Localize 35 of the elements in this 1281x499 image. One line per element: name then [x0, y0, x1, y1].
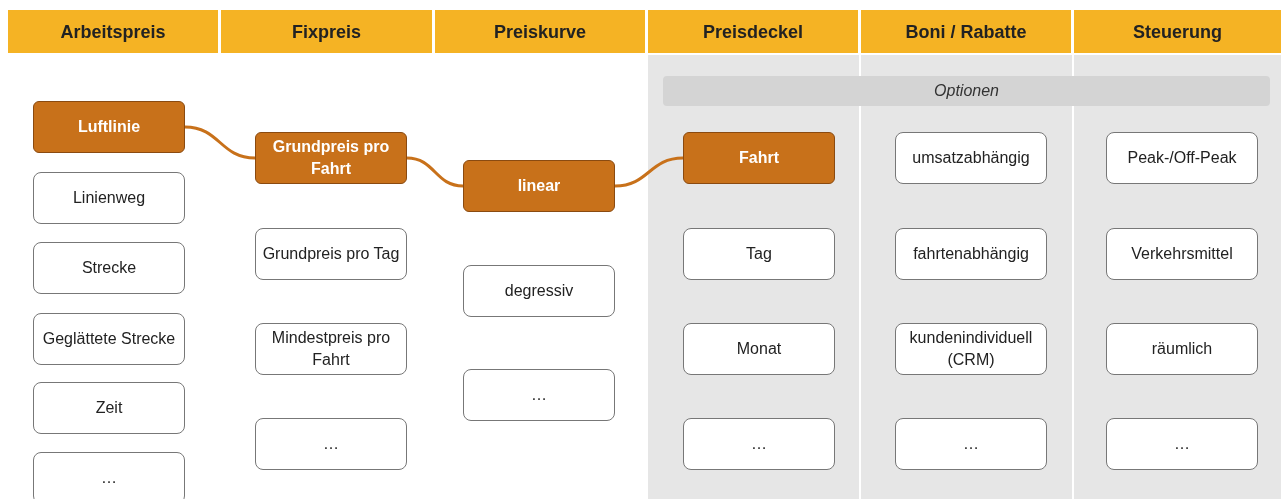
selected-option-box: linear	[463, 160, 615, 212]
option-box: Peak-/Off-Peak	[1106, 132, 1258, 184]
option-box: …	[463, 369, 615, 421]
connector-curve	[614, 156, 684, 188]
column-header: Preisdeckel	[648, 10, 858, 53]
option-box: Mindestpreis pro Fahrt	[255, 323, 407, 375]
column-header: Steuerung	[1074, 10, 1281, 53]
option-box: Zeit	[33, 382, 185, 434]
option-box: …	[683, 418, 835, 470]
option-box: degressiv	[463, 265, 615, 317]
option-box: Linienweg	[33, 172, 185, 224]
selected-option-box: Grundpreis pro Fahrt	[255, 132, 407, 184]
column-header: Arbeitspreis	[8, 10, 218, 53]
option-box: Grundpreis pro Tag	[255, 228, 407, 280]
option-box: Monat	[683, 323, 835, 375]
options-band: Optionen	[663, 76, 1270, 106]
option-box: Verkehrsmittel	[1106, 228, 1258, 280]
column-header: Boni / Rabatte	[861, 10, 1071, 53]
selected-option-box: Fahrt	[683, 132, 835, 184]
option-box: Tag	[683, 228, 835, 280]
connector-curve	[406, 156, 464, 188]
connector-curve	[184, 125, 256, 160]
option-box: Geglättete Strecke	[33, 313, 185, 365]
option-box: …	[895, 418, 1047, 470]
option-box: Strecke	[33, 242, 185, 294]
option-box: umsatzabhängig	[895, 132, 1047, 184]
option-box: kundenindividuell (CRM)	[895, 323, 1047, 375]
option-box: räumlich	[1106, 323, 1258, 375]
option-box: …	[1106, 418, 1258, 470]
option-box: …	[255, 418, 407, 470]
column-header: Preiskurve	[435, 10, 645, 53]
selected-option-box: Luftlinie	[33, 101, 185, 153]
column-header: Fixpreis	[221, 10, 432, 53]
option-box: …	[33, 452, 185, 499]
option-box: fahrtenabhängig	[895, 228, 1047, 280]
